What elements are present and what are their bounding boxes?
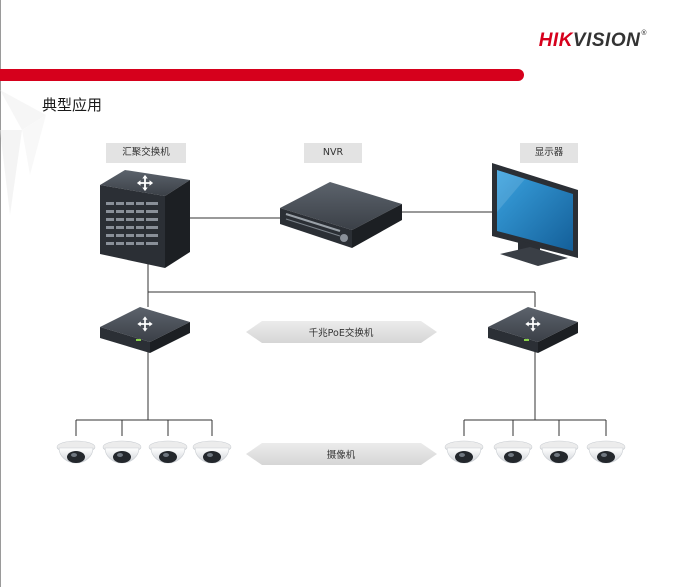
page-title: 典型应用 <box>42 96 103 114</box>
right-poe-switch-device <box>488 307 578 353</box>
monitor-device <box>492 163 578 266</box>
left-poe-switch-device <box>100 307 190 353</box>
nvr-label: NVR <box>304 143 362 163</box>
camera-device <box>56 440 96 464</box>
hikvision-logo: HIKVISION® <box>538 30 647 51</box>
camera-device <box>444 440 484 464</box>
camera-arrow <box>246 443 437 465</box>
header-red-bar <box>0 69 524 81</box>
core-switch-label: 汇聚交换机 <box>106 143 186 163</box>
camera-device <box>148 440 188 464</box>
core-switch-device <box>100 170 190 268</box>
camera-device <box>192 440 232 464</box>
camera-label: 摄像机 <box>327 449 356 461</box>
nvr-device <box>280 182 402 248</box>
poe-switch-label: 千兆PoE交换机 <box>309 327 374 339</box>
camera-device <box>539 440 579 464</box>
poe-switch-arrow <box>246 321 437 343</box>
monitor-label: 显示器 <box>520 143 578 163</box>
camera-device <box>102 440 142 464</box>
camera-device <box>586 440 626 464</box>
decorative-facets <box>0 90 46 215</box>
page-left-border <box>0 0 1 587</box>
connection-lines <box>75 211 607 436</box>
camera-device <box>493 440 533 464</box>
